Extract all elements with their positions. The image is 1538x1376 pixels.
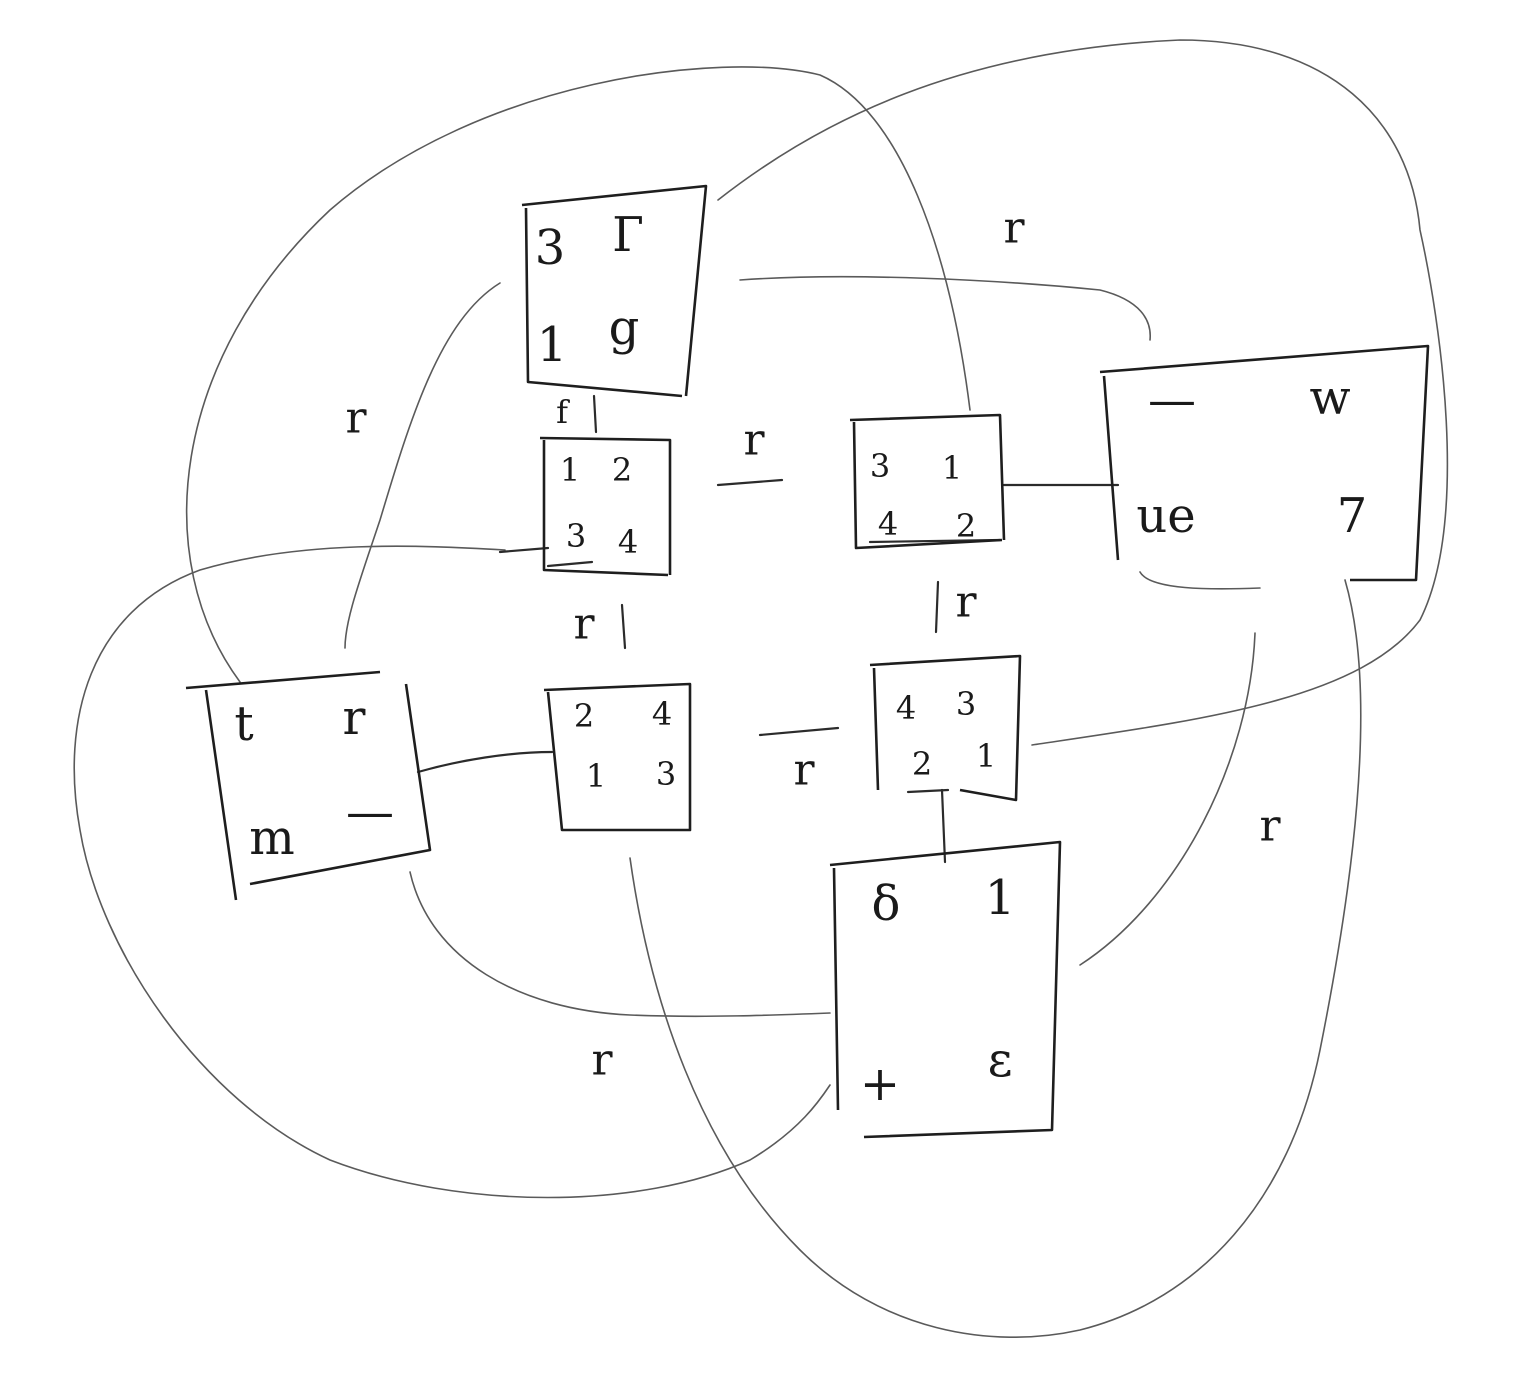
connector-centertl-under-tick (546, 560, 594, 568)
left-tile-br: — (346, 784, 394, 840)
center-tr-bl: 4 (878, 505, 898, 543)
bottom-tile-bl: + (860, 1056, 900, 1112)
strand-inner-left (344, 282, 501, 649)
edge-label-r-center-top: r (743, 415, 765, 466)
strand-top-to-right-tile (739, 275, 1151, 341)
center-br-br: 1 (976, 737, 996, 775)
connector-topbox-tab (592, 394, 598, 434)
connector-centerbl-to-centerbr-dash (758, 726, 840, 737)
edge-label-r-center-left: r (573, 599, 595, 650)
center-br-tr: 3 (956, 685, 976, 723)
box-center-bl (543, 682, 692, 832)
center-bl-bl: 1 (586, 757, 606, 795)
connector-centertr-to-centerbr-tick (934, 580, 940, 634)
connector-centertl-to-centertr-dash (716, 478, 784, 487)
center-tl-tr: 2 (612, 451, 632, 489)
bottom-tile-tr: 1 (985, 870, 1016, 926)
top-tile-br: g (609, 300, 640, 356)
center-tr-br: 2 (956, 507, 976, 545)
box-center-tl (539, 436, 672, 577)
connector-lefttile-to-centerbl (416, 750, 554, 774)
strand-left-to-bottom-tile (409, 871, 831, 1018)
top-tile-tab: f (556, 393, 570, 431)
edge-label-r-center-right: r (955, 577, 977, 628)
top-tile-tr: Г (612, 207, 644, 263)
strand-bottom-loop (629, 579, 1362, 1338)
edge-label-r-left: r (345, 393, 367, 444)
box-top-tile (521, 184, 708, 398)
center-br-bl: 2 (912, 745, 932, 783)
center-tl-br: 4 (618, 523, 638, 561)
strand-right-tile-underside (1139, 571, 1261, 590)
center-tl-bl: 3 (566, 517, 586, 555)
connector-centerbr-to-bottomtile (940, 788, 947, 864)
center-tr-tl: 3 (870, 447, 890, 485)
right-tile-br: 7 (1337, 488, 1368, 544)
strand-outer-right-loop (717, 39, 1449, 746)
edge-label-r-right: r (1259, 801, 1281, 852)
edge-label-r-center-bottom: r (793, 745, 815, 796)
right-tile-bl: ue (1136, 488, 1195, 544)
left-tile-tr: r (343, 690, 366, 746)
strand-right-to-bottom-tile (1079, 632, 1256, 966)
edge-label-r-top: r (1003, 203, 1025, 254)
box-bottom-tile (829, 840, 1062, 1139)
connector-centertl-to-centerbl-tick (620, 603, 627, 650)
bottom-tile-br: ε (988, 1032, 1013, 1088)
left-tile-bl: m (249, 810, 295, 866)
center-br-tl: 4 (896, 689, 916, 727)
strand-outer-lower-left (73, 545, 831, 1199)
strand-outer-left-loop (185, 66, 971, 683)
right-tile-tl: — (1148, 372, 1196, 428)
connector-lower-left-merge (498, 546, 550, 554)
edge-label-r-bottom: r (591, 1035, 613, 1086)
box-left-tile (185, 670, 432, 901)
center-tl-tl: 1 (560, 451, 580, 489)
box-center-br (869, 654, 1022, 802)
box-center-tr (849, 413, 1006, 550)
box-right-tile (1099, 344, 1430, 582)
top-tile-bl: 1 (537, 317, 568, 373)
center-bl-tl: 2 (574, 697, 594, 735)
center-bl-br: 3 (656, 755, 676, 793)
connector-centerbr-under-tick (906, 788, 950, 794)
bottom-tile-tl: δ (872, 876, 901, 932)
right-tile-tr: w (1309, 370, 1350, 426)
center-tr-tr: 1 (942, 449, 962, 487)
center-bl-tr: 4 (652, 695, 672, 733)
left-tile-tl: t (234, 696, 253, 752)
top-tile-tl: 3 (535, 220, 566, 276)
